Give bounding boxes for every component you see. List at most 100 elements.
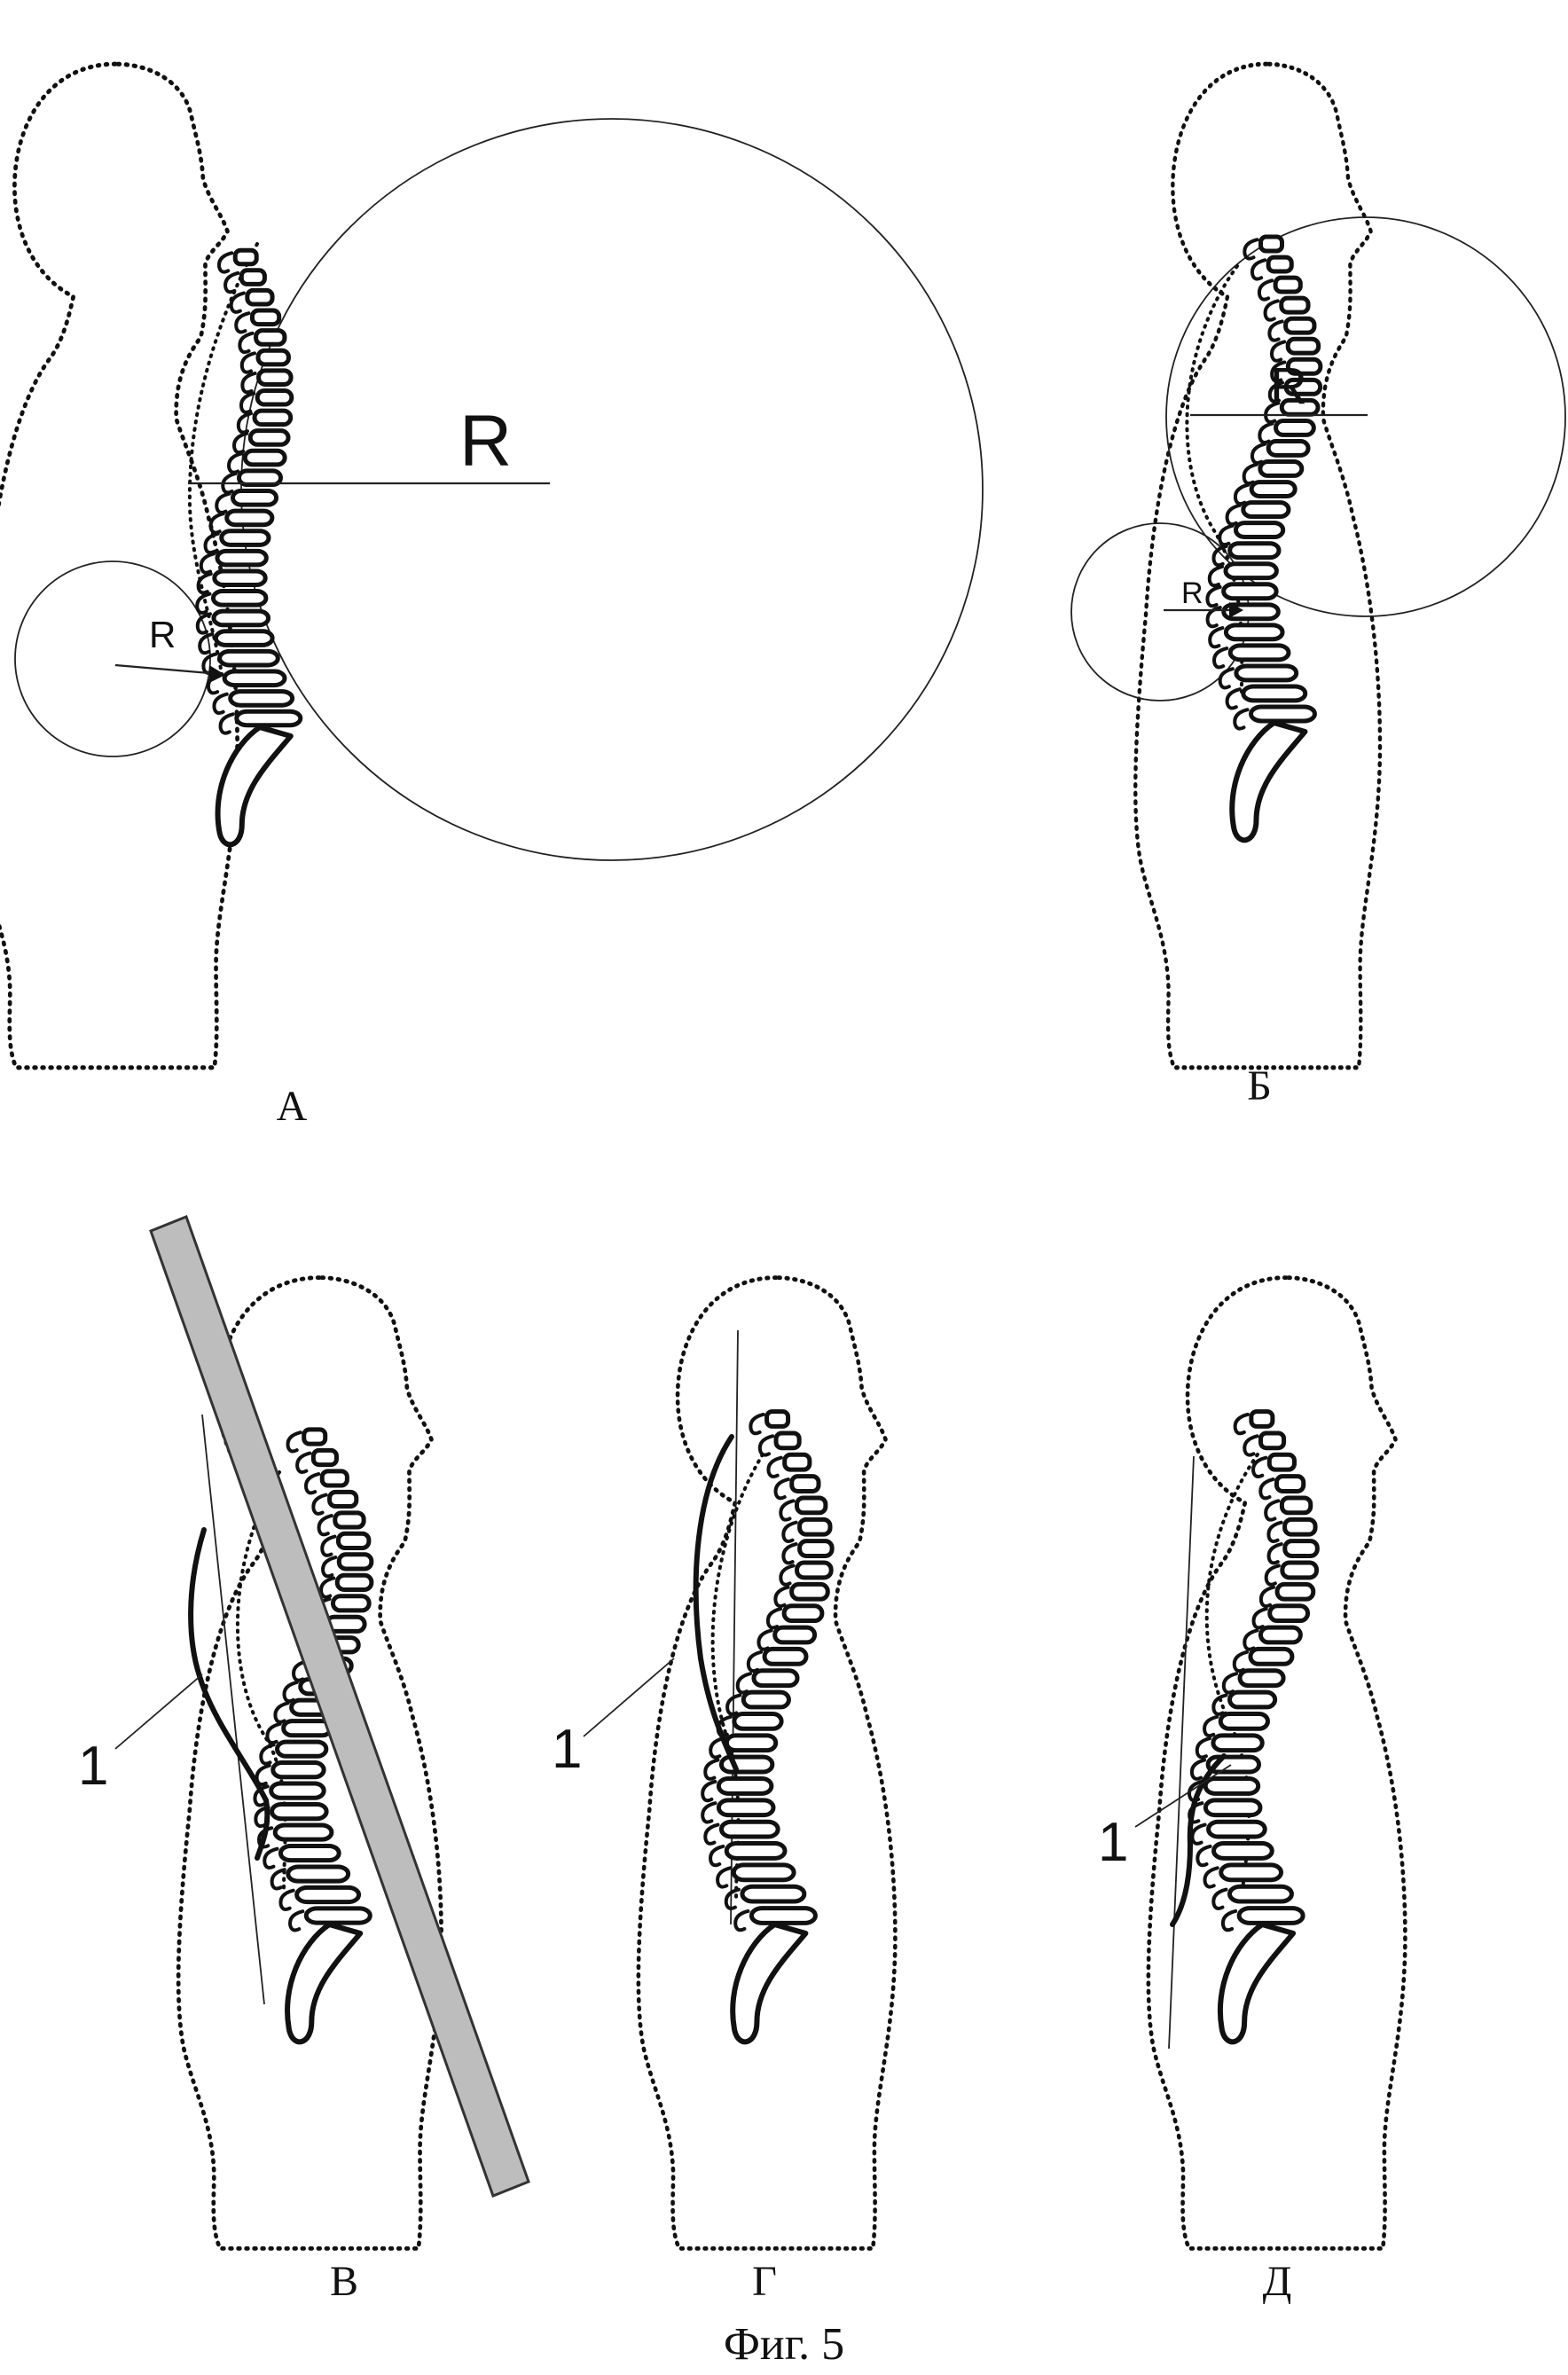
vertebra — [1227, 1689, 1278, 1710]
vertebra — [1267, 1603, 1311, 1624]
vertebra — [249, 308, 282, 327]
vertebra — [1203, 1798, 1263, 1818]
vertebral-process — [1225, 503, 1242, 527]
vertebra — [1274, 418, 1316, 437]
vertebra — [1273, 275, 1303, 294]
small-radius-label: R — [1181, 576, 1203, 610]
vertebral-process — [1258, 1478, 1275, 1501]
vertebra — [242, 448, 287, 467]
vertebral-process — [1242, 462, 1258, 486]
vertebra — [252, 408, 294, 427]
vertebra — [239, 268, 267, 286]
vertebral-process — [1250, 442, 1267, 465]
vertebral-process — [757, 1434, 775, 1457]
marker-leader — [114, 1673, 203, 1750]
vertebral-process — [208, 512, 225, 535]
panel-g: 1 Г — [552, 1278, 895, 2305]
vertebral-process — [311, 1493, 328, 1516]
vertebral-process — [773, 1478, 790, 1501]
vertebral-process — [198, 631, 215, 655]
vertebra — [1274, 1474, 1306, 1493]
vertebra — [272, 1822, 334, 1842]
vertebra — [254, 328, 287, 347]
vertebral-process — [1267, 319, 1284, 342]
vertebral-process — [1270, 360, 1287, 383]
vertebra — [1223, 623, 1285, 642]
vertebra — [1280, 1560, 1319, 1580]
vertebral-process — [1220, 1909, 1238, 1932]
vertebra — [256, 368, 294, 387]
vertebra — [751, 1668, 800, 1689]
vertebra — [1282, 1517, 1318, 1537]
panel-label-g: Г — [752, 2258, 777, 2305]
vertebra — [772, 1625, 818, 1645]
vertebra — [219, 529, 271, 547]
vertebral-process — [1267, 380, 1285, 404]
back-surface-dots — [187, 242, 259, 676]
vertebra — [335, 1531, 372, 1550]
vertebral-process — [1258, 421, 1274, 444]
vertebra — [211, 608, 271, 628]
vertebral-process — [779, 1564, 796, 1587]
vertebral-process — [282, 1680, 299, 1704]
panel-label-b: Б — [1247, 1062, 1272, 1109]
vertebral-process — [735, 1672, 752, 1695]
vertebra — [1234, 663, 1299, 683]
vertebra — [1218, 1711, 1270, 1731]
spine-a — [195, 247, 303, 848]
vertebral-process — [1196, 1844, 1212, 1868]
panel-label-d: Д — [1263, 2258, 1292, 2305]
vertebral-process — [1266, 1542, 1283, 1565]
large-radius-circle — [240, 118, 984, 861]
vertebral-process — [1233, 482, 1250, 506]
vertebra — [333, 1510, 366, 1530]
vertebral-process — [1251, 1607, 1268, 1630]
vertebra — [1206, 1819, 1267, 1839]
vertebral-process — [199, 552, 216, 575]
vertebral-process — [757, 1628, 773, 1651]
panel-label-a: А — [277, 1083, 308, 1130]
small-radius-label: R — [149, 614, 176, 655]
vertebral-process — [238, 331, 255, 355]
marker-leader — [1134, 1764, 1232, 1828]
vertebral-process — [773, 1585, 790, 1609]
marker-leader — [583, 1658, 675, 1737]
small-radius-arrow — [114, 663, 221, 676]
vertebra — [1279, 295, 1311, 315]
vertebral-process — [216, 251, 234, 274]
vertebra — [1233, 521, 1286, 540]
panel-a: R R А — [0, 64, 984, 1130]
vertebra — [1237, 1668, 1286, 1689]
vertebra — [1285, 336, 1321, 356]
vertebral-process — [781, 1520, 798, 1544]
vertebral-process — [1218, 667, 1235, 690]
vertebral-process — [1264, 401, 1281, 424]
vertebral-process — [263, 1846, 279, 1870]
vertebral-process — [270, 1868, 286, 1891]
vertebra — [724, 1733, 779, 1753]
vertebral-process — [733, 1909, 750, 1932]
vertebra — [1227, 643, 1291, 662]
vertebral-process — [779, 1499, 796, 1522]
vertebral-process — [265, 1721, 282, 1745]
vertebra — [716, 1798, 776, 1818]
vertebral-process — [1208, 626, 1225, 649]
vertebral-process — [1218, 523, 1235, 547]
vertebra — [245, 287, 275, 307]
marker-label: 1 — [1098, 1812, 1128, 1873]
sacrum — [1229, 720, 1308, 843]
vertebra — [789, 1474, 821, 1493]
spine-v — [253, 1427, 374, 2045]
vertebra — [789, 1581, 830, 1602]
vertebra — [319, 1469, 349, 1488]
vertebra — [797, 1517, 833, 1537]
spine-d — [1187, 1409, 1320, 2045]
vertebra — [731, 1862, 796, 1883]
vertebra — [762, 1646, 809, 1666]
vertebra — [286, 1864, 351, 1884]
vertebral-process — [1225, 687, 1242, 710]
vertebra — [1236, 1906, 1305, 1925]
vertebral-process — [766, 1455, 783, 1478]
vertebra — [255, 388, 294, 407]
